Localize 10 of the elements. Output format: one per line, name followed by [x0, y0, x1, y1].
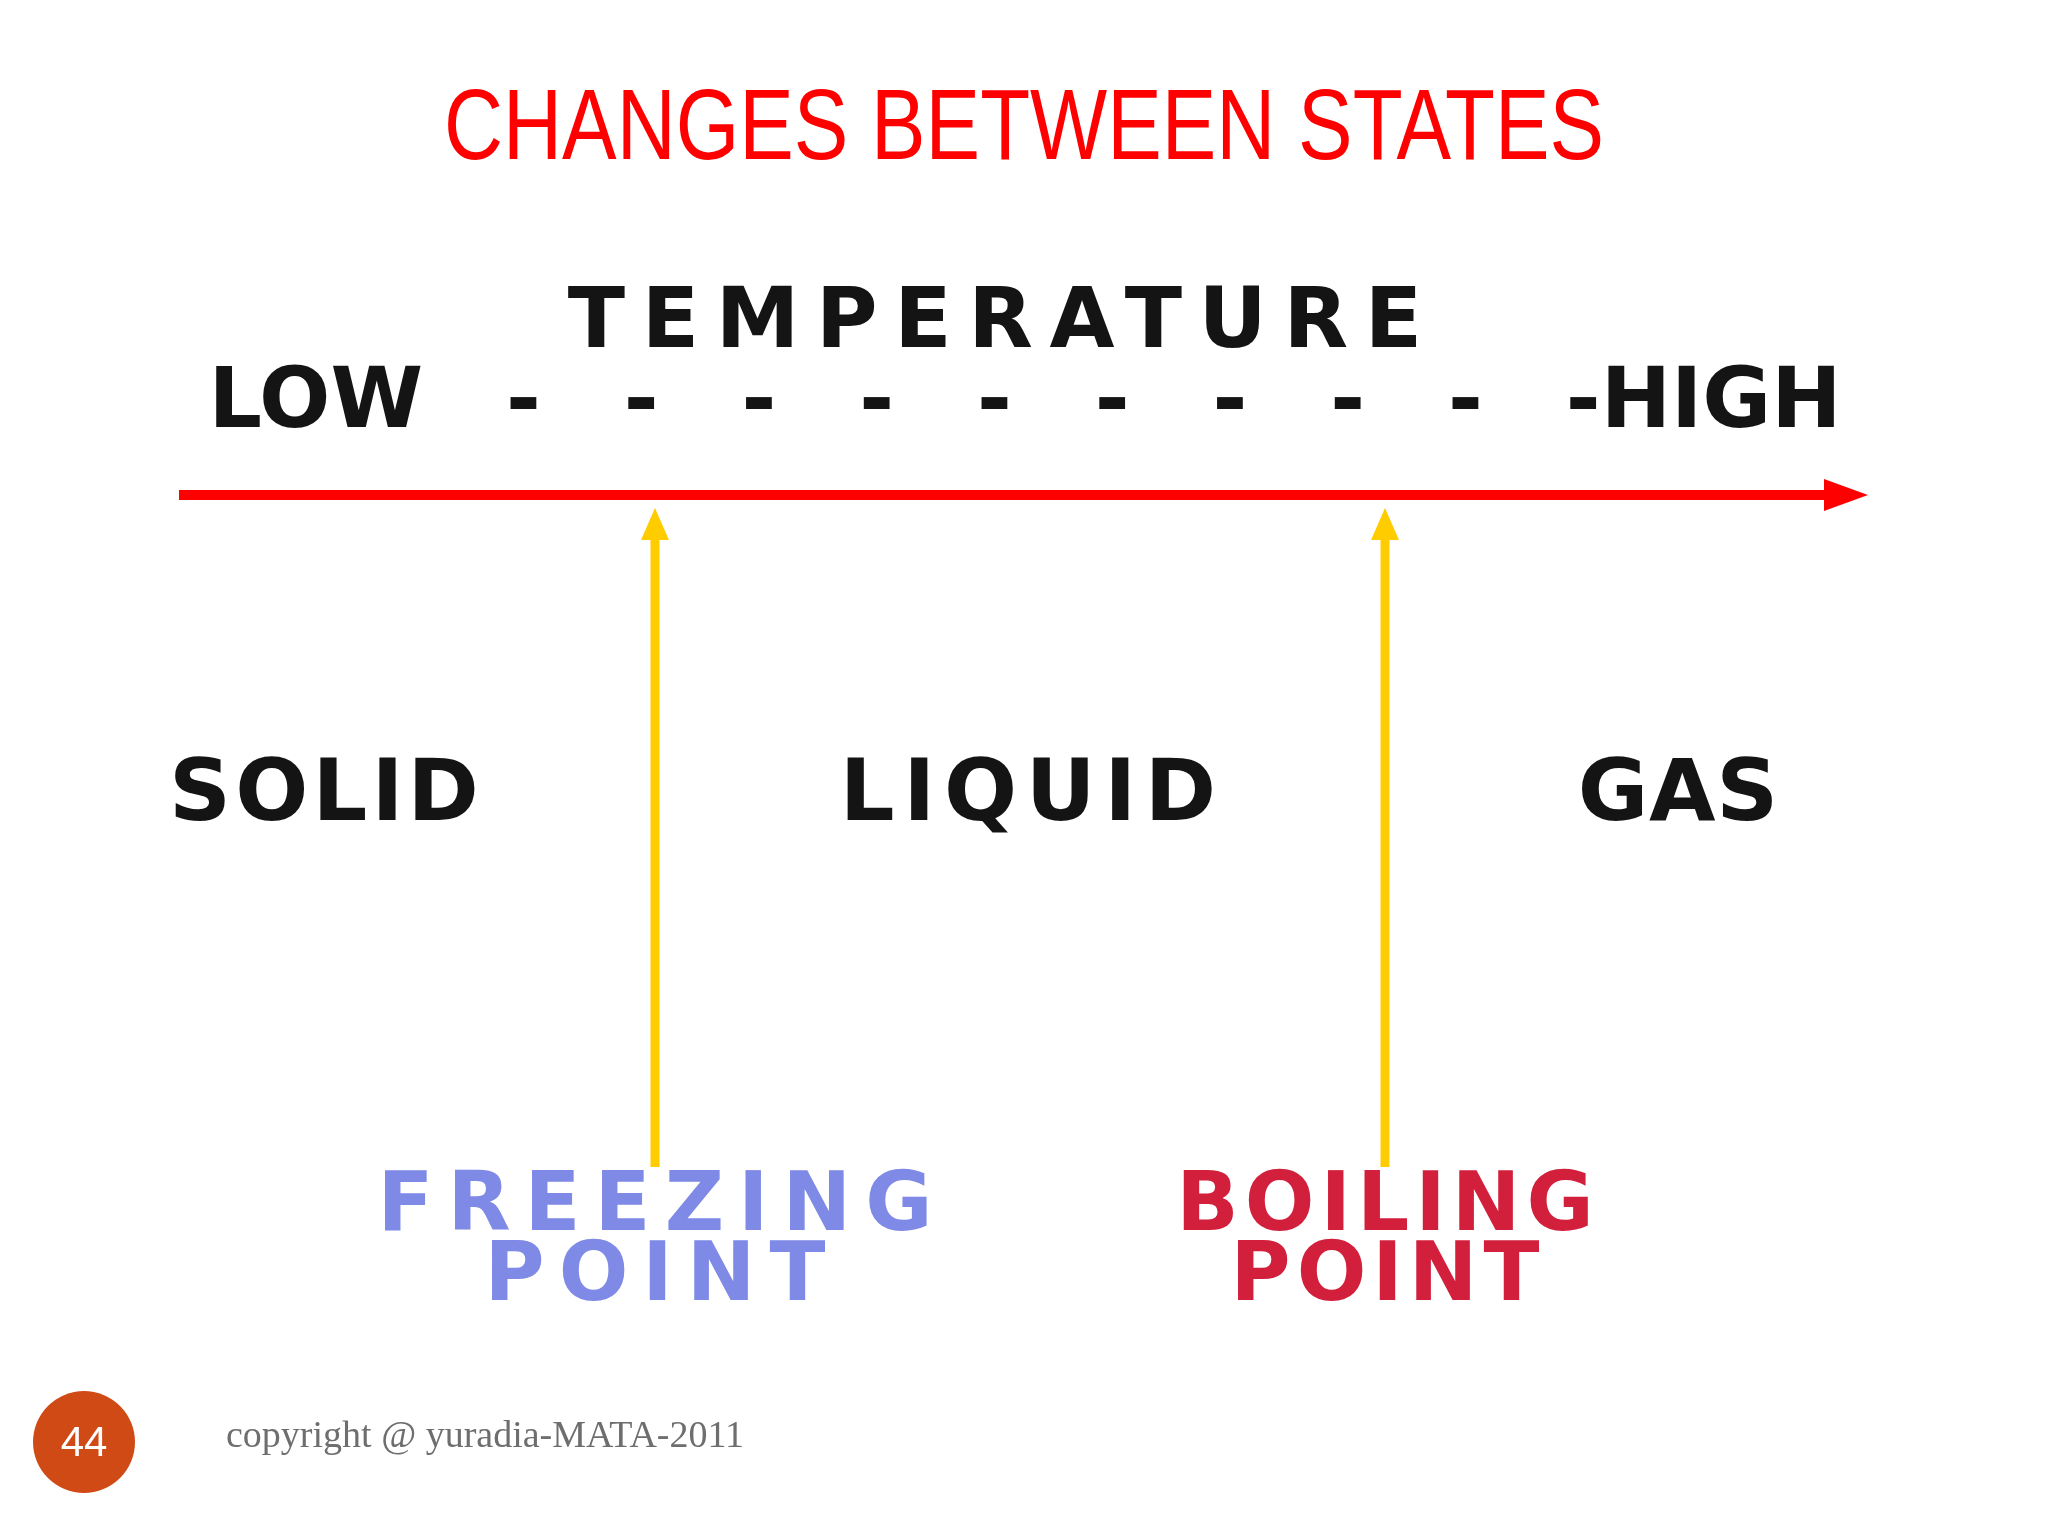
arrow [641, 508, 669, 1167]
callout-text: BOILING POINT [1175, 1167, 1600, 1307]
state-label: LIQUID [839, 740, 1217, 840]
state-label: SOLID [169, 740, 479, 840]
callout-text: FREEZING POINT [376, 1167, 947, 1307]
state-label: GAS [1577, 740, 1779, 840]
arrow [1371, 508, 1399, 1167]
copyright-text: copyright @ yuradia-MATA-2011 [226, 1412, 745, 1456]
slide-number-badge: 44 [33, 1391, 135, 1493]
slide-title: CHANGES BETWEEN STATES [444, 66, 1604, 182]
